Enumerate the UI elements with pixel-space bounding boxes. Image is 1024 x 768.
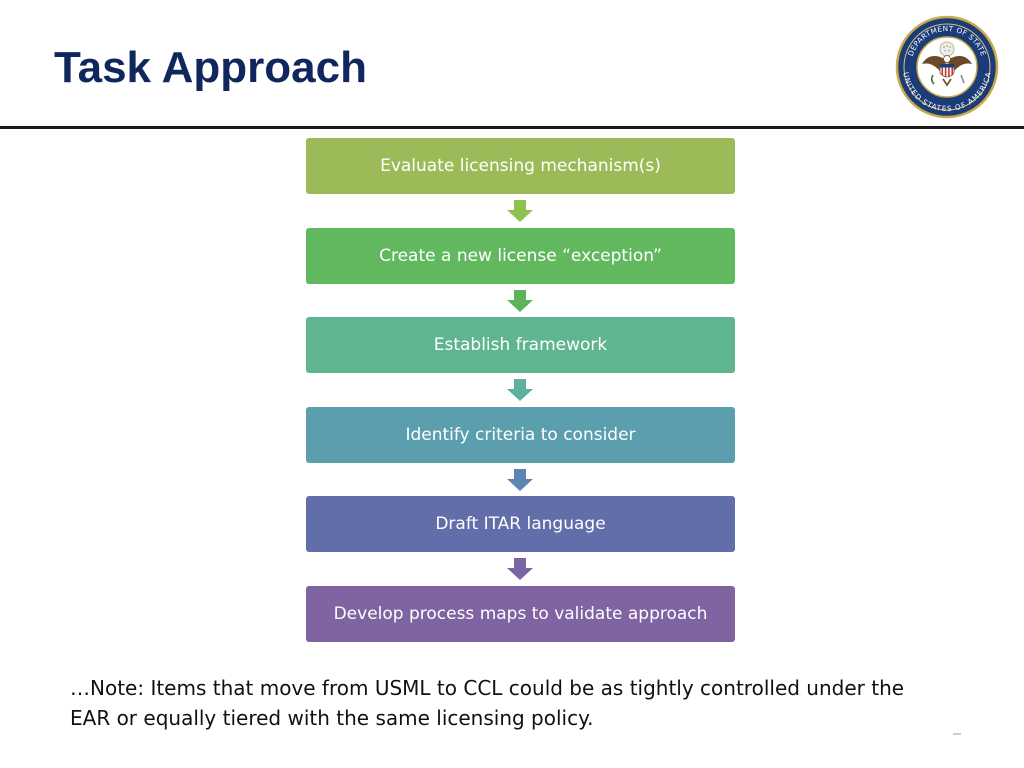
down-arrow-icon xyxy=(507,379,533,401)
flow-step-2: Create a new license “exception” xyxy=(306,228,735,284)
down-arrow-icon xyxy=(507,469,533,491)
flow-step-label: Establish framework xyxy=(433,335,608,355)
flow-step-label: Create a new license “exception” xyxy=(379,246,662,266)
flow-step-3: Establish framework xyxy=(306,317,735,373)
flow-step-5: Draft ITAR language xyxy=(306,496,735,552)
flow-step-label: Identify criteria to consider xyxy=(405,425,636,445)
flow-step-label: Develop process maps to validate approac… xyxy=(333,604,708,624)
department-of-state-seal: DEPARTMENT OF STATE UNITED STATES OF AME… xyxy=(895,15,999,119)
flow-step-label: Draft ITAR language xyxy=(435,514,606,534)
flow-step-6: Develop process maps to validate approac… xyxy=(306,586,735,642)
slide-number-mark xyxy=(953,733,961,735)
slide-note: …Note: Items that move from USML to CCL … xyxy=(70,676,905,730)
slide-title: Task Approach xyxy=(54,43,367,92)
header-rule xyxy=(0,126,1024,129)
flow-step-1: Evaluate licensing mechanism(s) xyxy=(306,138,735,194)
flow-step-4: Identify criteria to consider xyxy=(306,407,735,463)
down-arrow-icon xyxy=(507,290,533,312)
flow-step-label: Evaluate licensing mechanism(s) xyxy=(380,156,661,176)
down-arrow-icon xyxy=(507,558,533,580)
seal-emblem-icon: DEPARTMENT OF STATE UNITED STATES OF AME… xyxy=(895,15,999,119)
down-arrow-icon xyxy=(507,200,533,222)
